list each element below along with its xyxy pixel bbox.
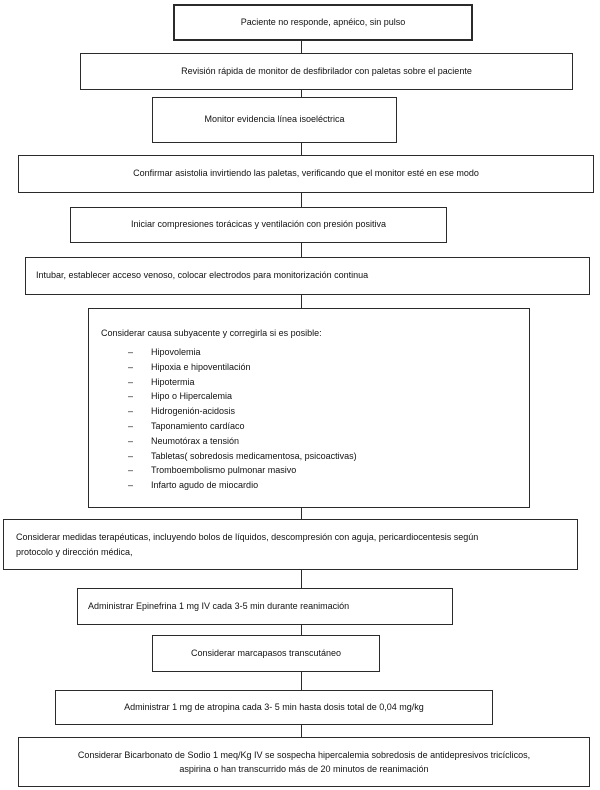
dash-bullet: – [128,435,134,446]
flow-node-sodium-bicarbonate: Considerar Bicarbonato de Sodio 1 meq/Kg… [18,737,590,787]
flow-node-label-line2: aspirina o han transcurrido más de 20 mi… [179,764,429,774]
flow-node-atropine: Administrar 1 mg de atropina cada 3- 5 m… [55,690,493,725]
dash-bullet: – [128,376,134,387]
dash-bullet: – [128,406,134,417]
flow-node-label: Administrar Epinefrina 1 mg IV cada 3-5 … [88,600,350,611]
cause-label: Infarto agudo de miocardio [151,480,259,491]
cause-label: Neumotórax a tensión [151,435,240,446]
connector-line [301,625,302,635]
list-item: – Infarto agudo de miocardio [101,478,521,493]
flow-node-label: Revisión rápida de monitor de desfibrila… [181,65,472,76]
flow-node-label: Considerar marcapasos transcutáneo [190,647,342,658]
flow-node-label: Iniciar compresiones torácicas y ventila… [130,219,387,230]
flow-node-label: Paciente no responde, apnéico, sin pulso [240,16,406,27]
connector-line [301,672,302,690]
flow-node-patient-unresponsive: Paciente no responde, apnéico, sin pulso [173,4,473,41]
list-item: – Hipoxia e hipoventilación [101,360,521,375]
list-item: – Hipotermia [101,375,521,390]
causes-title: Considerar causa subyacente y corregirla… [101,328,322,338]
cause-label: Tabletas( sobredosis medicamentosa, psic… [151,450,357,461]
list-item: – Hidrogenión-acidosis [101,404,521,419]
flow-node-monitor-isoelectric: Monitor evidencia línea isoeléctrica [152,97,397,143]
cause-label: Taponamiento cardíaco [151,420,245,431]
flow-node-label-line1: Considerar medidas terapéuticas, incluye… [16,531,479,542]
flow-node-label: Monitor evidencia línea isoeléctrica [204,114,345,125]
cause-label: Hipoxia e hipoventilación [151,361,251,372]
flow-node-label-line1: Considerar Bicarbonato de Sodio 1 meq/Kg… [77,750,531,760]
flow-node-confirm-asystole: Confirmar asistolia invirtiendo las pale… [18,155,594,193]
cause-label: Tromboembolismo pulmonar masivo [151,465,297,476]
flow-node-quick-monitor-check: Revisión rápida de monitor de desfibrila… [80,53,573,90]
flow-node-intubate-access: Intubar, establecer acceso venoso, coloc… [25,257,590,295]
dash-bullet: – [128,391,134,402]
connector-line [301,295,302,308]
flow-node-label-line2: protocolo y dirección médica, [16,546,133,557]
list-item: – Tromboembolismo pulmonar masivo [101,463,521,478]
flow-node-therapeutic-measures: Considerar medidas terapéuticas, incluye… [3,519,578,570]
dash-bullet: – [128,347,134,357]
dash-bullet: – [128,480,134,491]
flow-node-start-compressions: Iniciar compresiones torácicas y ventila… [70,207,447,243]
connector-line [301,570,302,588]
list-item: – Hipo o Hipercalemia [101,389,521,404]
dash-bullet: – [128,465,134,476]
list-item: – Taponamiento cardíaco [101,419,521,434]
flow-node-underlying-causes: Considerar causa subyacente y corregirla… [88,308,530,508]
connector-line [301,508,302,519]
list-item: – Hipovolemia [101,345,521,360]
flow-node-label: Intubar, establecer acceso venoso, coloc… [36,270,369,281]
flow-node-label: Administrar 1 mg de atropina cada 3- 5 m… [124,701,424,712]
dash-bullet: – [128,361,134,372]
flow-node-epinephrine: Administrar Epinefrina 1 mg IV cada 3-5 … [77,588,453,625]
connector-line [301,725,302,737]
connector-line [301,41,302,53]
cause-label: Hipo o Hipercalemia [151,391,233,402]
connector-line [301,90,302,97]
dash-bullet: – [128,450,134,461]
list-item: – Tabletas( sobredosis medicamentosa, ps… [101,449,521,464]
cause-label: Hipovolemia [151,347,201,357]
connector-line [301,243,302,257]
cause-label: Hipotermia [151,376,195,387]
flow-node-label: Confirmar asistolia invirtiendo las pale… [133,168,479,179]
connector-line [301,193,302,207]
dash-bullet: – [128,420,134,431]
connector-line [301,143,302,155]
cause-label: Hidrogenión-acidosis [151,406,236,417]
flow-node-transcutaneous-pacemaker: Considerar marcapasos transcutáneo [152,635,380,672]
list-item: – Neumotórax a tensión [101,434,521,449]
